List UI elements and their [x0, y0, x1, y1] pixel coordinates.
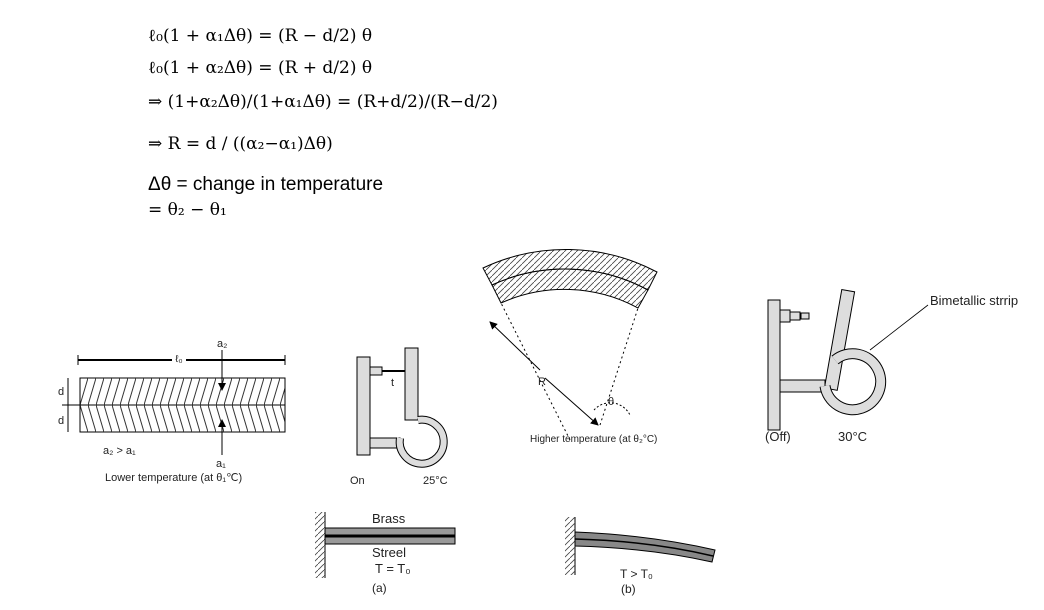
- steel-label: Streel: [372, 545, 406, 560]
- equation-2: ℓ₀(1 + α₂Δθ) = (R + d/2) θ: [148, 58, 373, 78]
- cantilever-b: T > T₀ (b): [565, 517, 716, 596]
- radius-label: R: [538, 376, 546, 388]
- d-top-label: d: [58, 386, 64, 398]
- lower-temp-caption: Lower temperature (at θ₁℃): [105, 472, 242, 484]
- cantilever-a: Brass Streel T = T₀ (a): [315, 511, 456, 595]
- angle-label: θ: [608, 396, 614, 408]
- brass-label: Brass: [372, 511, 406, 526]
- condition-a: T = T₀: [375, 561, 411, 576]
- a2-label: a₂: [217, 338, 227, 350]
- bimetal-strip-diagram: ℓ₀ d d a₂ a₁ a₂ > a₁ Lower temperature (…: [58, 338, 286, 484]
- temp-30-label: 30°C: [838, 429, 867, 444]
- relation-label: a₂ > a₁: [103, 445, 136, 457]
- caption-a: (a): [372, 581, 387, 595]
- equation-5: Δθ = change in temperature: [148, 174, 384, 195]
- off-label: (Off): [765, 429, 791, 444]
- thermostat-off: Bimetallic strrip (Off) 30°C: [765, 288, 1018, 444]
- equation-4: ⇒ R = d / ((α₂−α₁)Δθ): [148, 134, 333, 154]
- t-label: t: [391, 377, 394, 389]
- condition-b: T > T₀: [620, 567, 653, 581]
- equation-6: = θ₂ − θ₁: [148, 200, 227, 220]
- length-label: ℓ₀: [175, 354, 182, 365]
- equation-1: ℓ₀(1 + α₁Δθ) = (R − d/2) θ: [148, 26, 373, 46]
- upper-metal-layer: [79, 377, 286, 406]
- bent-strip-diagram: R θ Higher temperature (at θ₂°C): [482, 249, 658, 445]
- equation-3: ⇒ (1+α₂Δθ)/(1+α₁Δθ) = (R+d/2)/(R−d/2): [148, 92, 498, 112]
- higher-temp-caption: Higher temperature (at θ₂°C): [530, 434, 657, 445]
- d-bottom-label: d: [58, 415, 64, 427]
- a1-label: a₁: [216, 458, 226, 470]
- lower-metal-layer: [79, 404, 286, 433]
- on-label: On: [350, 475, 365, 487]
- temp-25-label: 25°C: [423, 475, 448, 487]
- caption-b: (b): [621, 582, 636, 596]
- bimetallic-strip-label: Bimetallic strrip: [930, 293, 1018, 308]
- thermostat-on: t On 25°C: [350, 347, 448, 487]
